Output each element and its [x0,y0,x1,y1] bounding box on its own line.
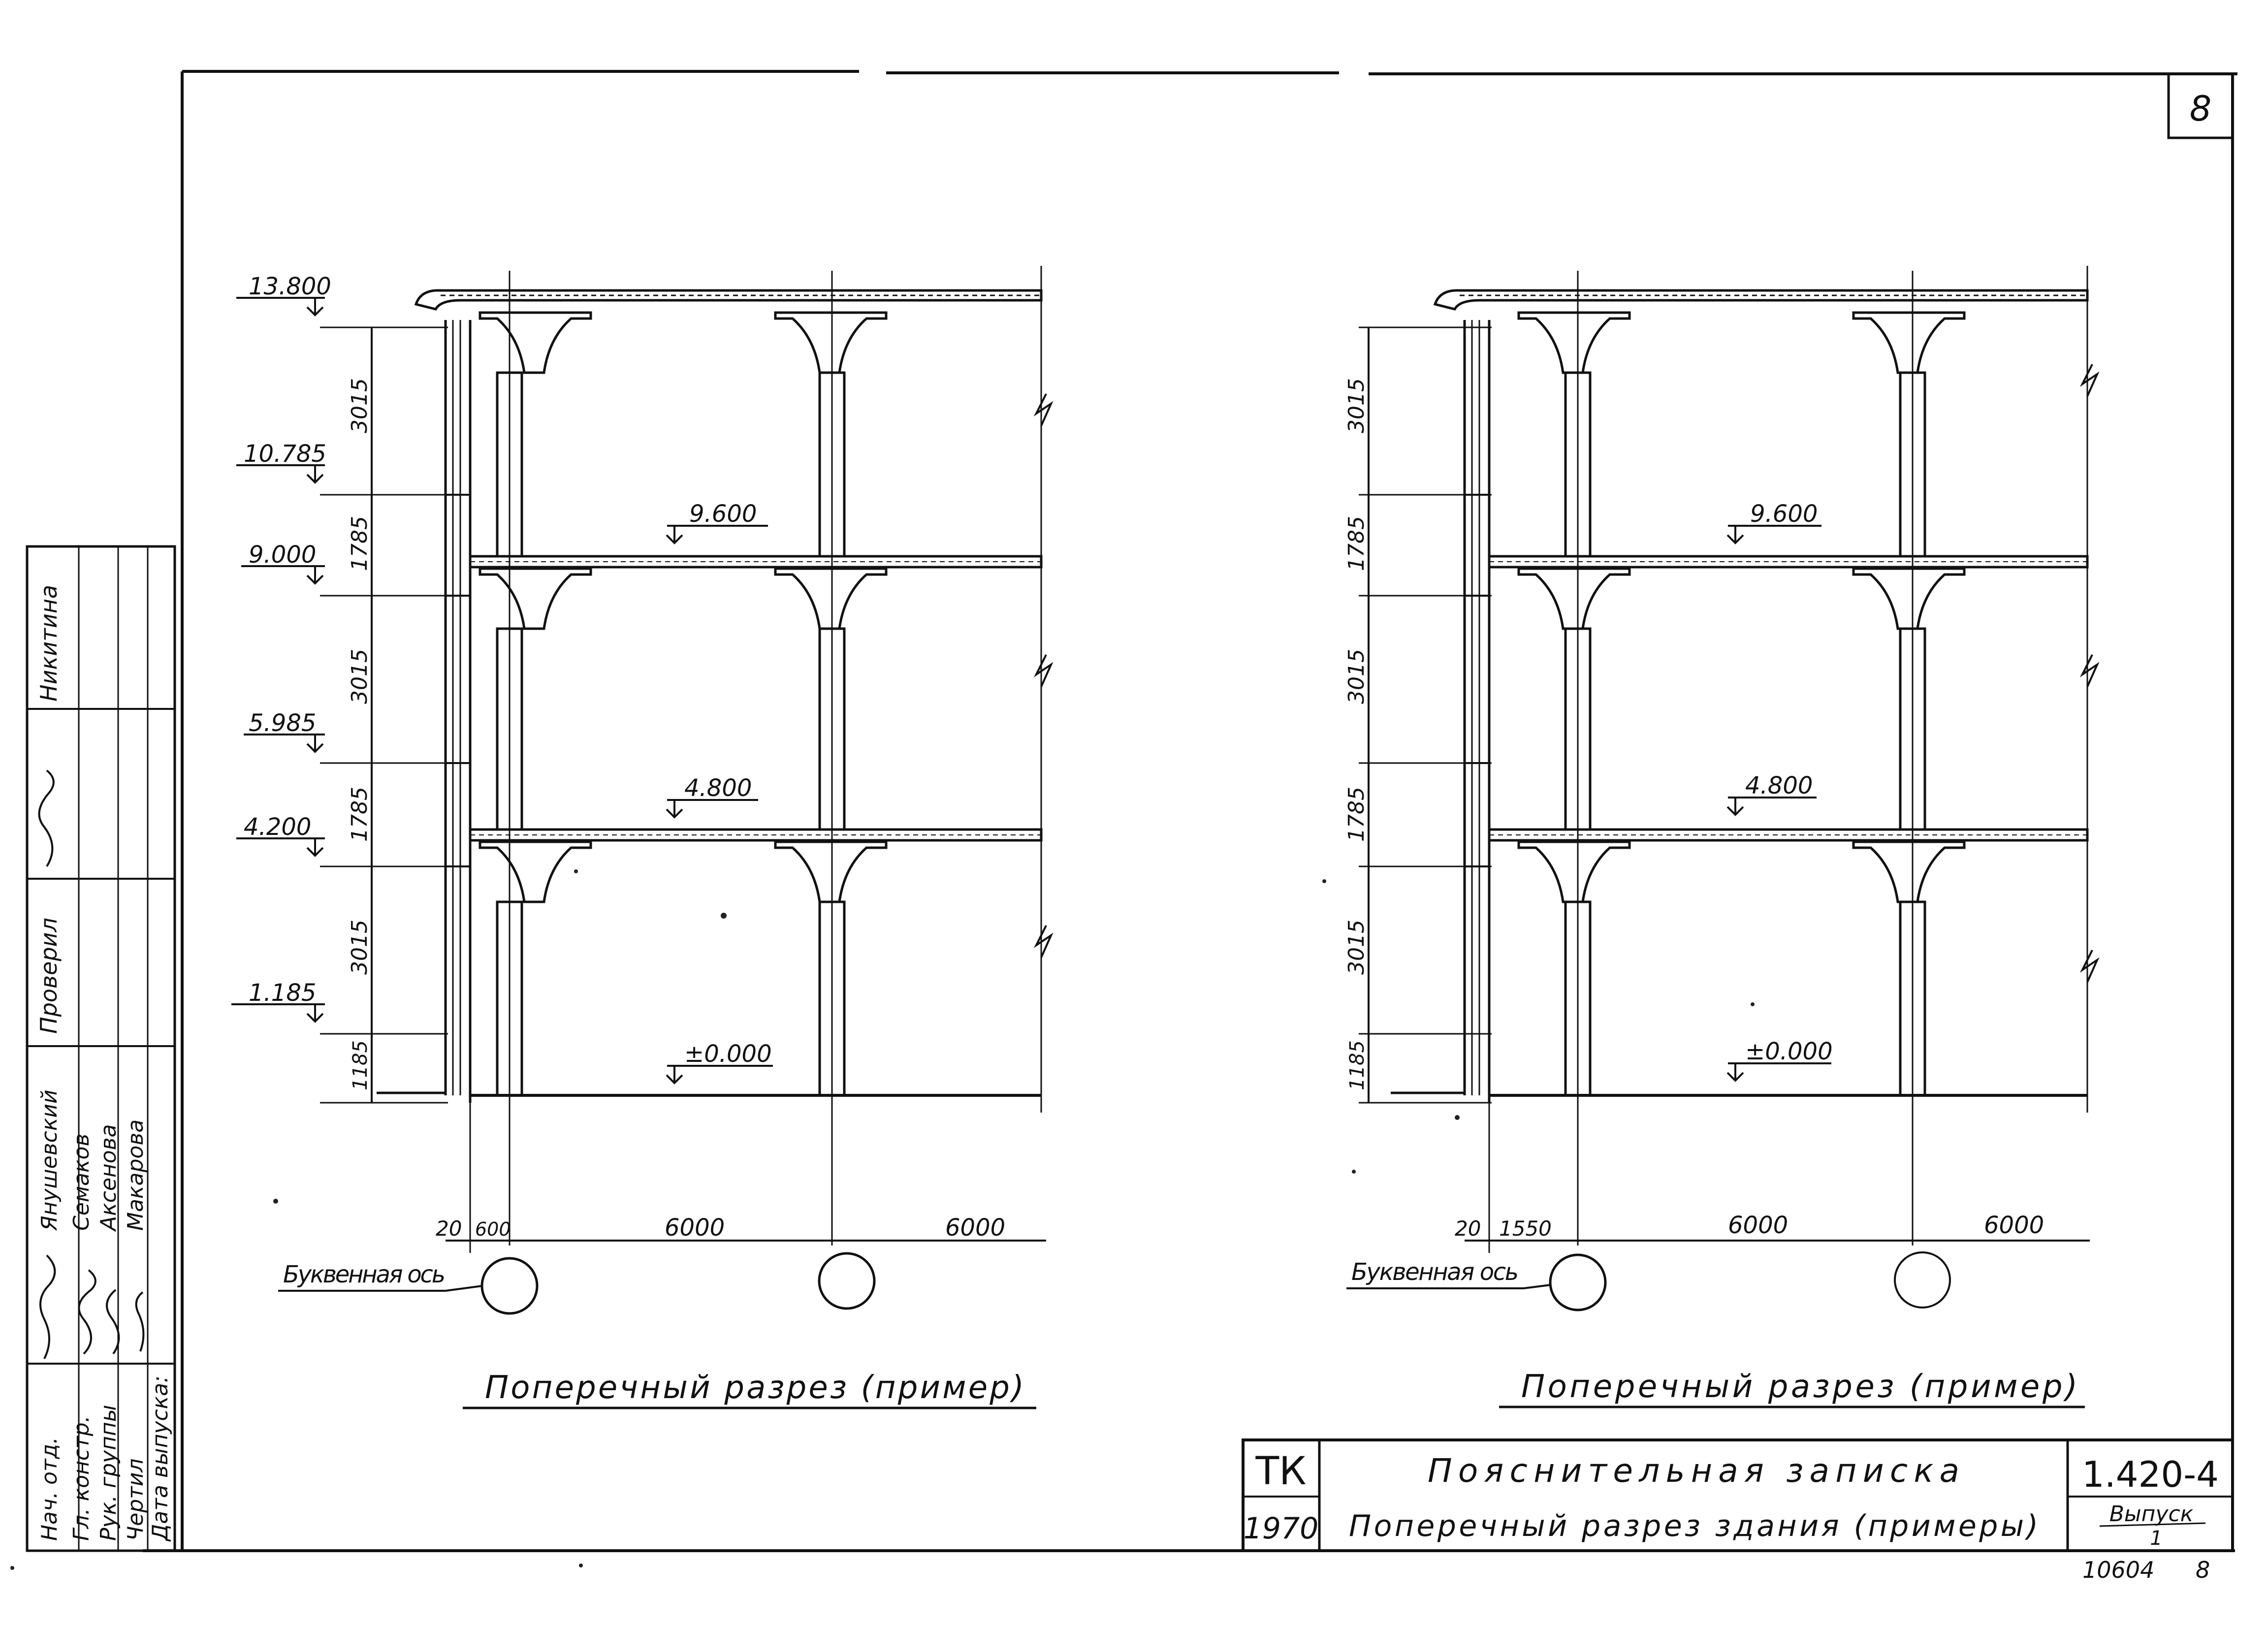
left-floor-slab-9600 [469,555,1043,569]
left-caption: Поперечный разрез (пример) [463,1370,1036,1409]
floor-0-000-left: ±0.000 [684,1040,772,1068]
elev-13-800: 13.800 [249,273,331,300]
title-block: ТК 1970 Пояснительная записка Поперечный… [1242,1438,2234,1552]
floor-4-800-left: 4.800 [684,774,752,802]
stamp-signatures [38,769,145,1359]
right-segment-dims: 3015 1785 3015 1785 3015 1185 [1344,378,1369,1090]
left-floor-level-9600: 9.600 [666,500,768,544]
elev-1-185: 1.185 [249,979,316,1007]
right-section-caption: Поперечный разрез (пример) [1521,1369,2077,1405]
seg-1785-b: 1785 [347,787,372,842]
dim-600-left: 600 [475,1218,511,1240]
right-floor-slab-9600 [1488,555,2089,569]
right-horizontal-dims: 20 1550 6000 6000 [1455,1095,2090,1253]
seg-3015-c-right: 3015 [1344,920,1369,975]
seg-1185: 1185 [349,1040,372,1090]
axis-label-left: Буквенная ось [283,1261,446,1288]
floor-0-000-right: ±0.000 [1745,1038,1833,1065]
right-caption: Поперечный разрез (пример) [1499,1369,2085,1408]
title-series: 1.420-4 [2082,1454,2219,1495]
elev-10-785: 10.785 [244,440,326,468]
seg-3015-c: 3015 [347,920,372,975]
left-segment-dims: 3015 1785 3015 1785 3015 1185 [347,378,372,1090]
seg-1785-a-right: 1785 [1344,516,1369,571]
title-org: ТК [1255,1449,1306,1494]
title-main: Пояснительная записка [1428,1452,1959,1490]
archive-number: 10604 [2082,1557,2154,1583]
stamp-role-4: Чертил [123,1458,148,1541]
right-break-lines [2079,266,2100,1113]
stamp-date-label: Дата выпуска: [148,1375,173,1542]
title-issue-label: Выпуск [2109,1501,2194,1527]
stamp-name-1: Янушевский [37,1089,62,1231]
elev-5-985: 5.985 [249,709,316,737]
right-roof-slab [1433,289,2089,311]
seg-3015-a: 3015 [347,378,372,433]
stamp-checked-label: Проверил [35,918,62,1034]
stamp-name-2: Семаков [69,1134,94,1231]
left-section-caption: Поперечный разрез (пример) [485,1370,1024,1406]
dim-6000-right-1: 6000 [1728,1212,1788,1239]
seg-3015-a-right: 3015 [1344,378,1369,433]
stamp-role-3: Рук. группы [96,1405,121,1541]
dim-20-left: 20 [436,1216,462,1241]
seg-3015-b: 3015 [347,649,372,704]
right-floor-level-4800: 4.800 [1726,772,1817,816]
right-elevation-ruler [1359,326,1492,1104]
sheet-frame [143,70,2237,1552]
title-year: 1970 [1244,1511,1319,1546]
title-issue-number: 1 [2150,1527,2162,1550]
left-elevation-ruler [320,326,448,1104]
right-axis-marker: Буквенная ось [1346,1251,1951,1311]
seg-3015-b-right: 3015 [1344,649,1369,704]
right-floor-level-9600: 9.600 [1726,500,1821,544]
axis-label-right: Буквенная ось [1351,1258,1519,1286]
dim-20-right: 20 [1455,1216,1481,1241]
scan-noise [10,869,1755,1570]
stamp-name-3: Аксенова [96,1124,121,1232]
seg-1785-a: 1785 [347,516,372,571]
left-floor-level-0000: ±0.000 [666,1040,773,1085]
right-external-wall [1391,320,1491,1103]
right-column-1 [1517,271,1631,1245]
left-section: 13.800 10.785 9.000 5.985 4.200 1.185 30… [231,266,1054,1409]
seg-1785-b-right: 1785 [1344,787,1369,842]
left-axis-marker: Буквенная ось [278,1252,876,1315]
elev-9-000: 9.000 [249,541,316,569]
stamp-name-4: Макарова [123,1119,148,1231]
floor-9-600-right: 9.600 [1750,500,1818,528]
right-floor-slab-4800 [1488,828,2089,842]
dim-6000-right-2: 6000 [1984,1212,2044,1239]
left-column-1 [479,271,592,1245]
left-elevation-marks: 13.800 10.785 9.000 5.985 4.200 1.185 [231,273,331,1023]
dim-6000-left-2: 6000 [945,1214,1005,1242]
seg-1185-right: 1185 [1346,1040,1369,1090]
right-section: 3015 1785 3015 1785 3015 1185 [1344,266,2100,1408]
left-break-lines [1033,266,1054,1113]
left-horizontal-dims: 20 600 6000 6000 [436,1095,1046,1253]
title-sub: Поперечный разрез здания (примеры) [1349,1509,2038,1543]
right-floor-level-0000: ±0.000 [1726,1038,1833,1082]
left-column-2 [774,271,888,1245]
side-stamp: Нач. отд. Гл. констр. Рук. группы Чертил… [26,545,176,1552]
left-floor-slab-4800 [469,828,1043,842]
right-column-2 [1852,271,1966,1245]
dim-6000-left-1: 6000 [665,1214,725,1242]
stamp-role-2: Гл. констр. [69,1415,94,1541]
left-external-wall [377,320,472,1103]
stamp-role-1: Нач. отд. [37,1437,62,1541]
elev-4-200: 4.200 [244,813,311,841]
page-number: 8 [2190,89,2212,129]
dim-1550-right: 1550 [1499,1216,1552,1241]
page-number-box: 8 [2167,72,2234,139]
floor-9-600-left: 9.600 [689,500,757,528]
archive-page: 8 [2196,1557,2210,1583]
floor-4-800-right: 4.800 [1745,772,1813,799]
archive-stamp: 10604 8 [2082,1557,2210,1583]
stamp-checker-name: Никитина [35,585,62,702]
left-floor-level-4800: 4.800 [666,774,758,819]
